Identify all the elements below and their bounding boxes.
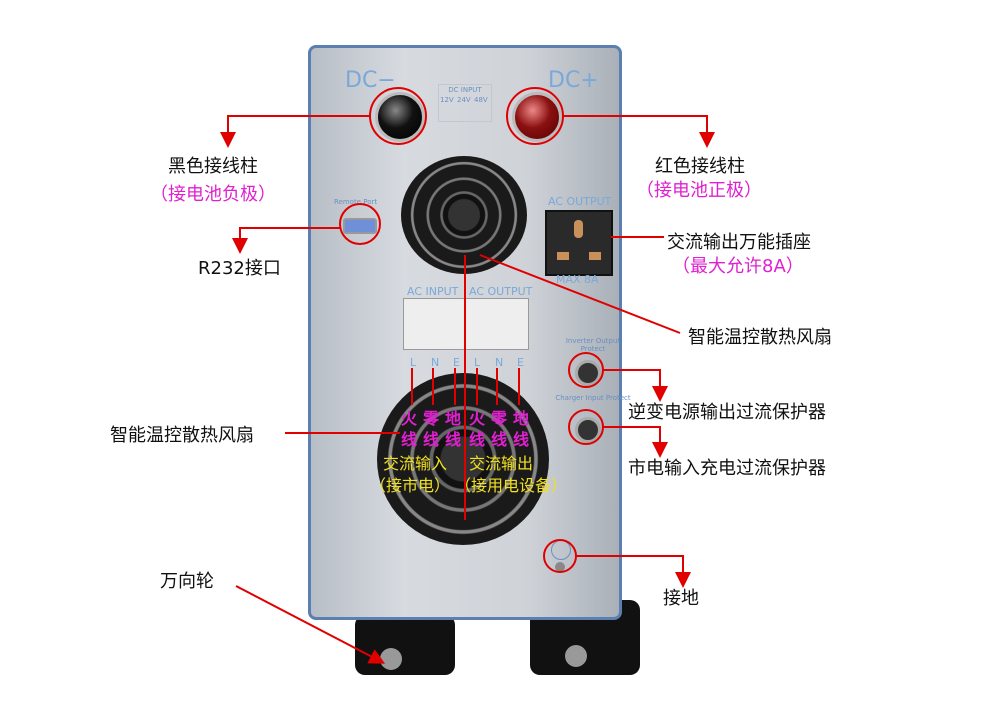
ac-output-socket-label: AC OUTPUT	[548, 195, 612, 208]
remote-port-label: Remote Port	[334, 198, 378, 206]
ground-label: 接地	[663, 588, 699, 609]
ac-input-note: （接市电）	[370, 476, 451, 495]
dc-input-box: DC INPUT 12V 24V 48V	[438, 84, 492, 122]
ac-output-socket[interactable]	[545, 210, 613, 276]
dc-minus-label: DC−	[345, 68, 396, 93]
socket-note: （最大允许8A）	[672, 256, 804, 277]
r232-port[interactable]	[343, 218, 377, 234]
inverter-protect-label: Inverter Output Protect	[565, 337, 621, 353]
top-cooling-fan	[401, 156, 527, 274]
ground-screw	[555, 562, 565, 572]
red-terminal-post	[512, 92, 562, 142]
caster-label: 万向轮	[160, 571, 214, 592]
ac-input-header: AC INPUT	[407, 285, 459, 298]
socket-label: 交流输出万能插座	[667, 232, 811, 253]
charger-protect-label: Charger Input Protect	[555, 394, 631, 402]
black-post-note: （接电池负极）	[150, 184, 276, 205]
charger-breaker-button[interactable]	[575, 417, 601, 443]
charger-breaker-label: 市电输入充电过流保护器	[628, 458, 826, 479]
inverter-breaker-label: 逆变电源输出过流保护器	[628, 402, 826, 423]
inverter-breaker-button[interactable]	[575, 360, 601, 386]
red-post-note: （接电池正极）	[636, 180, 762, 201]
fan-left-label: 智能温控散热风扇	[110, 425, 254, 446]
max-current-label: MAX 8A	[556, 273, 599, 286]
black-terminal-post	[375, 92, 425, 142]
ac-input-overlay: 交流输入	[383, 454, 448, 473]
caster-wheel-left	[355, 615, 455, 675]
caster-hub-right	[565, 645, 587, 667]
ac-output-note: （接用电设备）	[455, 476, 568, 495]
ac-output-header: AC OUTPUT	[469, 285, 533, 298]
fan-right-label: 智能温控散热风扇	[688, 327, 832, 348]
dc-plus-label: DC+	[548, 68, 599, 93]
ac-output-overlay: 交流输出	[469, 454, 534, 473]
bottom-cooling-fan	[377, 373, 549, 545]
red-post-label: 红色接线柱	[655, 156, 745, 177]
r232-label: R232接口	[198, 258, 281, 279]
black-post-label: 黑色接线柱	[168, 156, 258, 177]
caster-hub-left	[380, 648, 402, 670]
